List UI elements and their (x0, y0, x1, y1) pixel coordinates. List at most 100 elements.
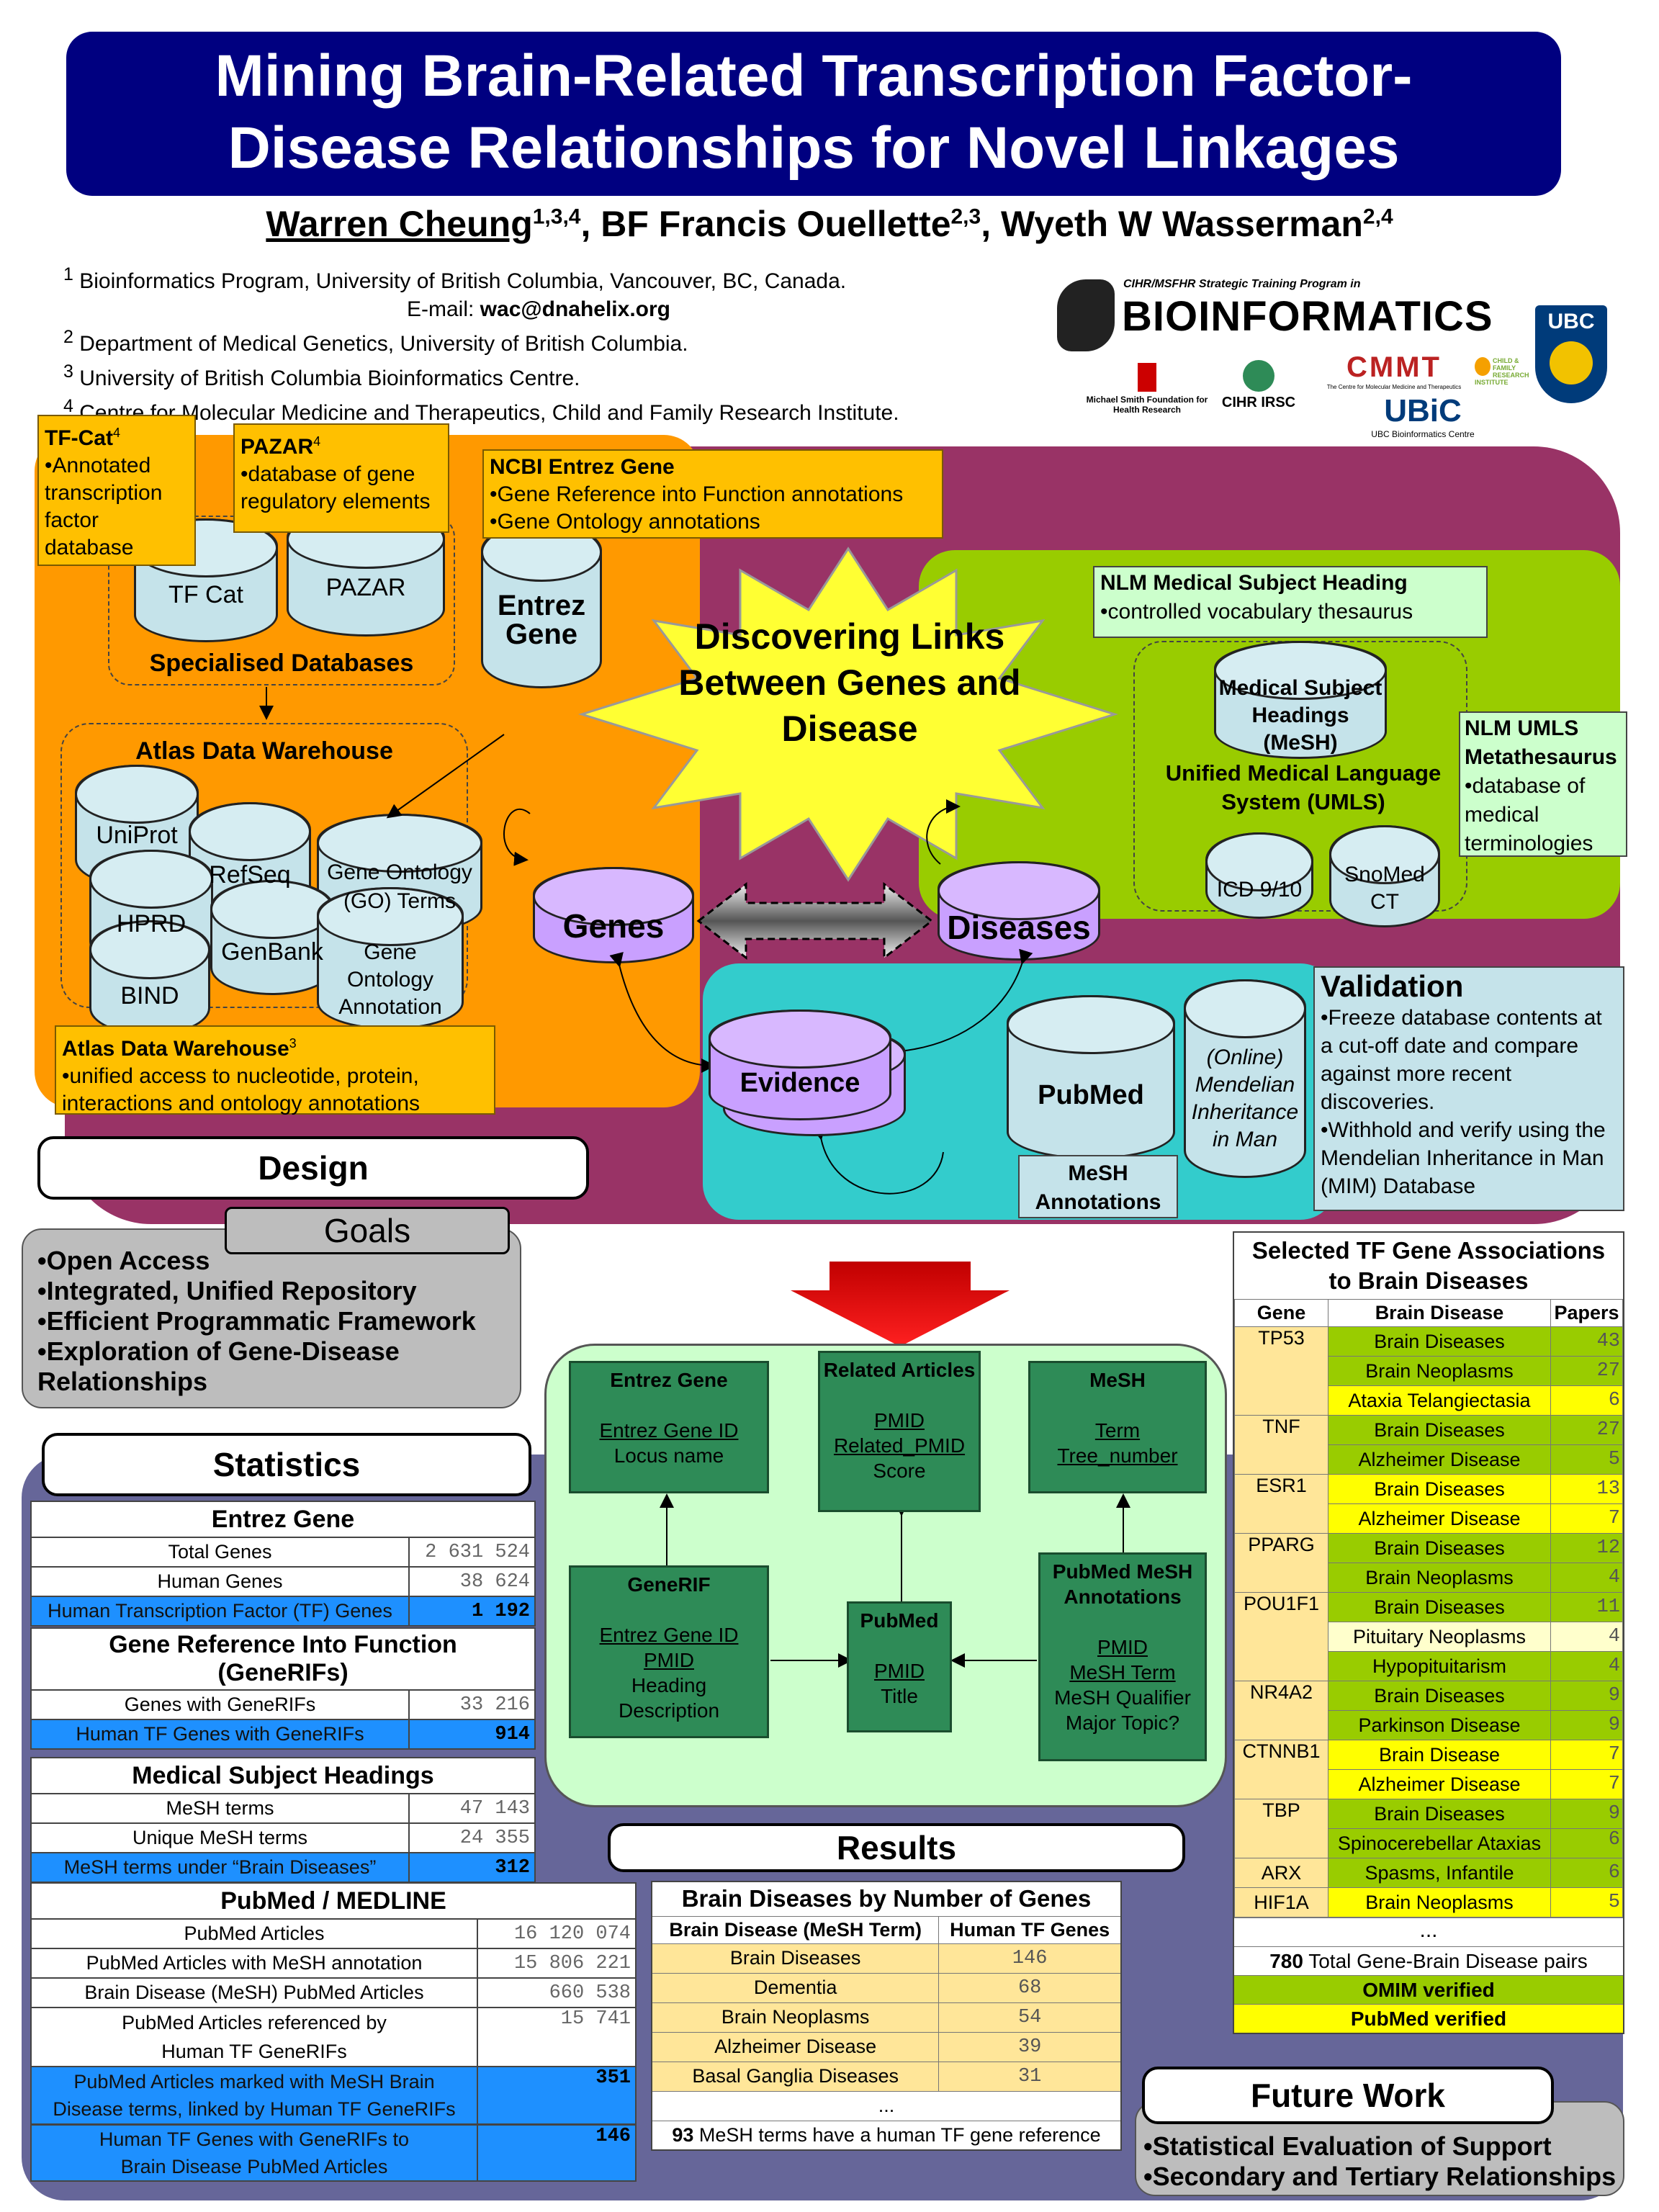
pazar-cyl-label: PAZAR (325, 574, 406, 601)
title-banner: Mining Brain-Related Transcription Facto… (66, 32, 1561, 196)
ubic-sub: UBC Bioinformatics Centre (1371, 429, 1475, 439)
tf-gene: TP53 (1234, 1326, 1328, 1416)
ubic-logo: UBiC UBC Bioinformatics Centre (1365, 393, 1480, 439)
schema-entrez-title: Entrez Gene (610, 1369, 728, 1391)
bd-ellipsis: ... (651, 2090, 1122, 2121)
title-line-2: Disease Relationships for Novel Linkages (228, 115, 1400, 181)
authors: Warren Cheung1,3,4, BF Francis Ouellette… (0, 203, 1659, 245)
go-annotation-label: Gene Ontology Annotation (338, 940, 442, 1019)
stats-final-table: Human TF Genes with GeneRIFs to Brain Di… (30, 2124, 637, 2182)
cfri-text: CHILD & FAMILY RESEARCH INSTITUTE (1475, 357, 1529, 386)
schema-generif-f3: Heading (631, 1674, 707, 1696)
bio-program-text: CIHR/MSFHR Strategic Training Program in (1123, 278, 1361, 290)
email-link[interactable]: wac@dnahelix.org (480, 297, 670, 321)
future-work-heading: Future Work (1142, 2067, 1554, 2124)
bd-disease: Brain Diseases (651, 1943, 940, 1974)
genbank-label: GenBank (221, 938, 323, 966)
pazar-sup: 4 (313, 434, 321, 449)
atlas-region-label: Atlas Data Warehouse (135, 737, 393, 765)
tf-disease: Brain Disease (1328, 1740, 1551, 1770)
uniprot-label: UniProt (96, 822, 178, 849)
schema-entrez-f1: Entrez Gene ID (599, 1419, 739, 1442)
nlm-mesh-title: NLM Medical Subject Heading (1100, 571, 1408, 595)
tf-disease: Brain Neoplasms (1328, 1356, 1551, 1386)
umls-callout: NLM UMLS Metathesaurus•database of medic… (1459, 711, 1627, 857)
atlas-body: •unified access to nucleotide, protein, … (62, 1064, 421, 1115)
schema-pubmed-title: PubMed (860, 1609, 939, 1632)
tf-table-title: Selected TF Gene Associations to Brain D… (1234, 1233, 1623, 1299)
tf-papers: 9 (1550, 1681, 1623, 1711)
cmmt-sub: The Centre for Molecular Medicine and Th… (1326, 384, 1462, 390)
tf-papers: 7 (1550, 1740, 1623, 1770)
results-heading: Results (608, 1823, 1185, 1872)
tf-disease: Alzheimer Disease (1328, 1444, 1551, 1475)
go-terms-cylinder: Gene Ontology (GO) Terms (317, 814, 482, 935)
goal-item: •Efficient Programmatic Framework (37, 1306, 476, 1336)
stat-label: Human TF Genes with GeneRIFs (30, 1719, 410, 1750)
tf-papers: 27 (1550, 1356, 1623, 1386)
stat-label: PubMed Articles marked with MeSH Brain D… (30, 2066, 478, 2125)
stat-label: Unique MeSH terms (30, 1822, 410, 1853)
author-2-sup: 2,3 (950, 204, 981, 229)
tf-papers: 7 (1550, 1503, 1623, 1534)
tf-papers: 6 (1550, 1385, 1623, 1416)
schema-pmesh-title: PubMed MeSH Annotations (1052, 1560, 1193, 1608)
schema-pmesh-f1: PMID (1097, 1636, 1148, 1658)
tf-total-n: 780 (1269, 1950, 1303, 1972)
ncbi-b1: •Gene Reference into Function annotation… (490, 482, 904, 506)
schema-pubmed-mesh: PubMed MeSH Annotations PMID MeSH Term M… (1038, 1552, 1207, 1761)
stat-label: MeSH terms (30, 1793, 410, 1824)
brain-diseases-table: Brain Diseases by Number of Genes Brain … (651, 1881, 1122, 2151)
tfcat-body: •Annotated transcription factor database (45, 454, 163, 559)
tf-header-gene: Gene (1234, 1299, 1328, 1327)
mesh-annotations-box: MeSH Annotations (1018, 1155, 1178, 1218)
stat-value: 351 (477, 2066, 637, 2125)
ubc-logo-text: UBC (1547, 310, 1595, 333)
tf-papers: 4 (1550, 1563, 1623, 1593)
tf-disease: Ataxia Telangiectasia (1328, 1385, 1551, 1416)
tfcat-sup: 4 (112, 426, 120, 440)
tf-disease: Hypopituitarism (1328, 1651, 1551, 1681)
aff-2: Department of Medical Genetics, Universi… (79, 332, 688, 356)
bd-footer-text: MeSH terms have a human TF gene referenc… (693, 2123, 1101, 2146)
schema-related-articles: Related Articles PMID Related_PMID Score (818, 1351, 981, 1512)
aff-3: University of British Columbia Bioinform… (79, 367, 580, 390)
bd-footer: 93 MeSH terms have a human TF gene refer… (651, 2120, 1122, 2151)
bd-disease: Dementia (651, 1972, 940, 2003)
aff-num-1: 1 (63, 264, 73, 284)
entrez-cyl-label: Entrez Gene (497, 590, 586, 650)
stat-value: 2 631 524 (408, 1537, 536, 1568)
bd-count: 146 (938, 1943, 1122, 1974)
tf-gene: ARX (1234, 1858, 1328, 1888)
tf-header-papers: Papers (1550, 1299, 1623, 1327)
tf-total-text: Total Gene-Brain Disease pairs (1303, 1950, 1588, 1972)
aff-num-2: 2 (63, 327, 73, 347)
tf-papers: 43 (1550, 1326, 1623, 1357)
tf-papers: 5 (1550, 1887, 1623, 1917)
stat-label: Brain Disease (MeSH) PubMed Articles (30, 1977, 478, 2008)
tf-gene: TNF (1234, 1415, 1328, 1475)
cihr-text: CIHR IRSC (1221, 395, 1296, 410)
author-3-sup: 2,4 (1362, 204, 1393, 229)
statistics-heading: Statistics (42, 1433, 531, 1496)
schema-mesh-f2: Tree_number (1057, 1444, 1178, 1467)
goals-heading: Goals (225, 1207, 510, 1254)
cfri-icon (1475, 357, 1491, 376)
affiliations: 1 Bioinformatics Program, University of … (63, 261, 1014, 427)
ubic-text: UBiC (1384, 393, 1462, 428)
schema-generif-f4: Description (618, 1699, 720, 1722)
specialised-databases-label: Specialised Databases (149, 649, 414, 677)
tf-papers: 7 (1550, 1769, 1623, 1799)
validation-callout: Validation •Freeze database contents at … (1313, 966, 1624, 1211)
stat-label: MeSH terms under “Brain Diseases” (30, 1852, 410, 1883)
pubmed-cyl-label: PubMed (1038, 1080, 1144, 1110)
mesh-cyl-label: Medical Subject Headings (MeSH) (1218, 676, 1382, 755)
author-3: , Wyeth W Wasserman (981, 204, 1363, 244)
bd-disease: Basal Ganglia Diseases (651, 2061, 940, 2092)
tf-gene: TBP (1234, 1799, 1328, 1858)
tf-disease: Brain Neoplasms (1328, 1563, 1551, 1593)
stats-entrez-title: Entrez Gene (30, 1501, 536, 1538)
design-heading: Design (37, 1136, 589, 1200)
